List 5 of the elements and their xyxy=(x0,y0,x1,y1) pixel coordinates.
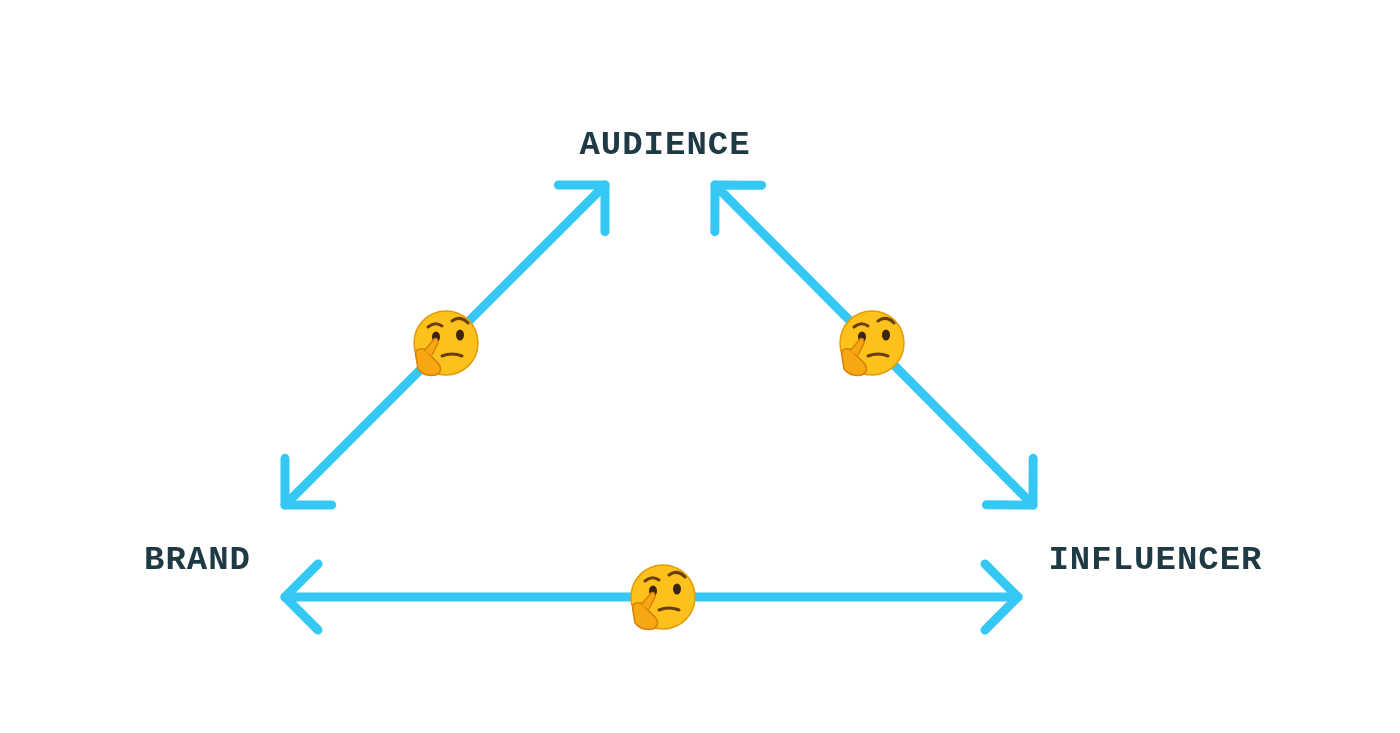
double-headed-arrow xyxy=(280,559,1023,635)
node-label: INFLUENCER xyxy=(1048,543,1263,577)
node-label: AUDIENCE xyxy=(579,128,751,162)
double-headed-arrow xyxy=(710,180,1038,510)
node-label: BRAND xyxy=(144,543,251,577)
